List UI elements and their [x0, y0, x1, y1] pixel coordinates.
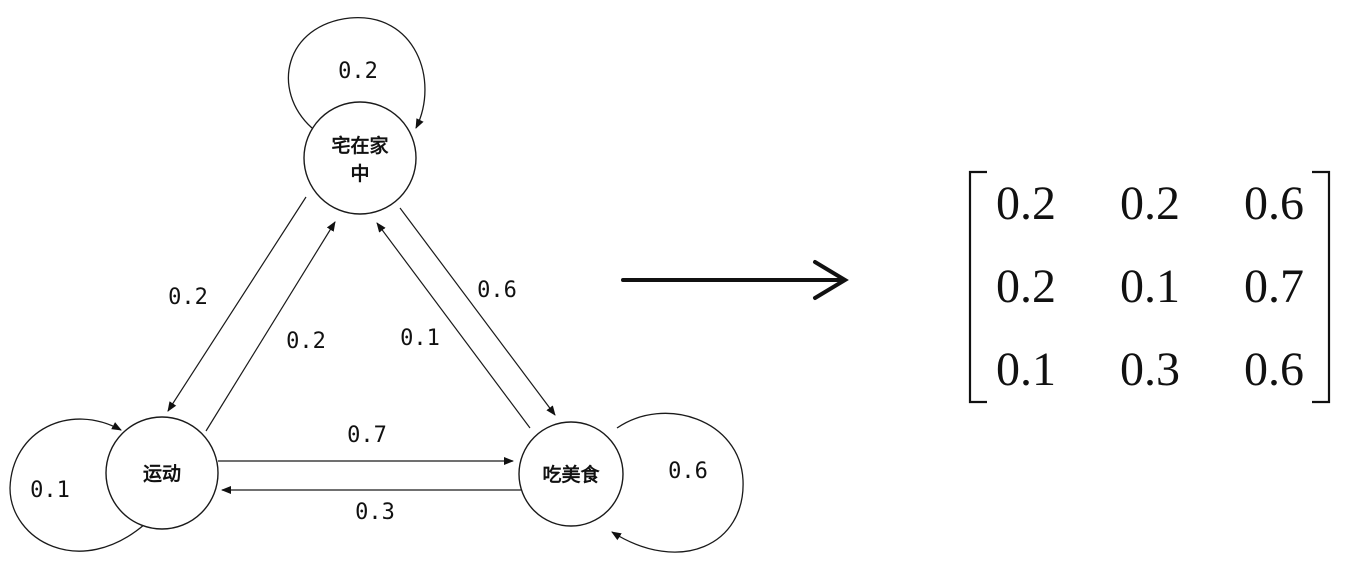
label-sport-self: 0.1: [30, 478, 70, 503]
node-food-label: 吃美食: [542, 463, 600, 486]
loop-home-self: [287, 17, 426, 129]
matrix-cell: 0.3: [1120, 343, 1180, 396]
label-home-self: 0.2: [338, 59, 378, 84]
label-food-to-sport: 0.3: [355, 500, 395, 525]
matrix-right-bracket: [1312, 170, 1331, 404]
label-sport-to-home: 0.2: [286, 329, 326, 354]
transition-matrix: 0.2 0.2 0.6 0.2 0.1 0.7 0.1 0.3 0.6: [968, 170, 1331, 404]
matrix-cell: 0.2: [1120, 177, 1180, 230]
matrix-cell: 0.2: [996, 260, 1056, 313]
matrix-cell: 0.2: [996, 177, 1056, 230]
matrix-cell: 0.6: [1244, 343, 1304, 396]
label-food-self: 0.6: [668, 459, 708, 484]
node-home-label-line2: 中: [350, 162, 369, 185]
node-sport: 运动: [105, 416, 219, 530]
loop-sport-self: [9, 418, 146, 552]
edge-home-to-sport: [167, 196, 307, 412]
node-home-label-line1: 宅在家: [331, 134, 389, 157]
label-sport-to-food: 0.7: [347, 423, 387, 448]
big-right-arrow: [621, 260, 849, 300]
node-food: 吃美食: [518, 421, 624, 527]
matrix-cell: 0.1: [1120, 260, 1180, 313]
matrix-left-bracket: [968, 170, 987, 404]
node-home: 宅在家 中: [303, 101, 417, 215]
node-sport-label: 运动: [143, 463, 181, 485]
edge-home-to-food: [399, 207, 556, 416]
edge-food-to-home: [376, 222, 531, 429]
matrix-cell: 0.7: [1244, 260, 1304, 313]
matrix-cell: 0.6: [1244, 177, 1304, 230]
label-home-to-food: 0.6: [477, 278, 517, 303]
loop-food-self: [611, 412, 744, 553]
edge-sport-to-home: [205, 221, 336, 432]
label-food-to-home: 0.1: [400, 326, 440, 351]
matrix-cell: 0.1: [996, 343, 1056, 396]
label-home-to-sport: 0.2: [168, 285, 208, 310]
